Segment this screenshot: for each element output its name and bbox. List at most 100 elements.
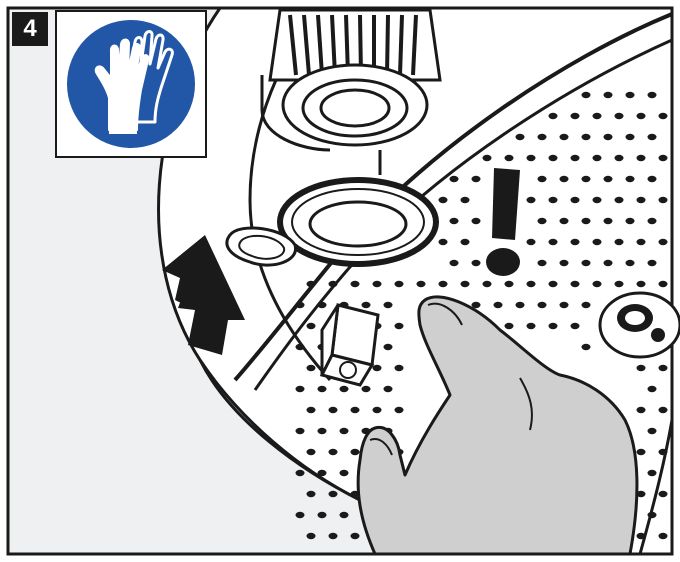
perforation-dot [549,239,558,245]
perforation-dot [472,176,481,182]
perforation-dot [329,533,338,539]
perforation-dot [637,365,646,371]
perforation-dot [417,281,426,287]
perforation-dot [549,197,558,203]
perforation-dot [538,218,547,224]
drain-fitting [600,293,680,357]
perforation-dot [472,260,481,266]
perforation-dot [373,365,382,371]
perforation-dot [450,260,459,266]
perforation-dot [439,281,448,287]
perforation-dot [582,218,591,224]
perforation-dot [318,302,327,308]
perforation-dot [637,113,646,119]
perforation-dot [395,281,404,287]
perforation-dot [648,428,657,434]
perforation-dot [483,281,492,287]
perforation-dot [560,176,569,182]
perforation-dot [604,176,613,182]
perforation-dot [637,533,646,539]
perforation-dot [615,197,624,203]
perforation-dot [318,386,327,392]
perforation-dot [395,323,404,329]
perforation-dot [329,491,338,497]
perforation-dot [571,281,580,287]
perforation-dot [648,470,657,476]
perforation-dot [549,155,558,161]
perforation-dot [384,386,393,392]
perforation-dot [637,197,646,203]
perforation-dot [351,407,360,413]
perforation-dot [527,281,536,287]
perforation-dot [538,302,547,308]
perforation-dot [296,344,305,350]
perforation-dot [648,218,657,224]
perforation-dot [637,239,646,245]
perforation-dot [648,176,657,182]
perforation-dot [659,407,668,413]
perforation-dot [461,239,470,245]
perforation-dot [659,449,668,455]
ppe-sign-box [55,10,207,158]
perforation-dot [571,155,580,161]
perforation-dot [439,197,448,203]
perforation-dot [351,533,360,539]
perforation-dot [626,134,635,140]
perforation-dot [362,302,371,308]
perforation-dot [384,302,393,308]
perforation-dot [307,449,316,455]
perforation-dot [450,218,459,224]
perforation-dot [373,281,382,287]
perforation-dot [626,92,635,98]
perforation-dot [527,323,536,329]
perforation-dot [351,281,360,287]
gloves-icon [57,12,205,156]
perforation-dot [351,449,360,455]
perforation-dot [604,92,613,98]
perforation-dot [549,113,558,119]
perforation-dot [560,218,569,224]
perforation-dot [527,155,536,161]
perforation-dot [461,281,470,287]
perforation-dot [659,491,668,497]
perforation-dot [582,92,591,98]
seal-ring-icon [280,180,436,264]
perforation-dot [659,533,668,539]
perforation-dot [571,323,580,329]
perforation-dot [538,176,547,182]
perforation-dot [296,386,305,392]
perforation-dot [373,407,382,413]
perforation-dot [615,113,624,119]
perforation-dot [659,197,668,203]
perforation-dot [582,302,591,308]
perforation-dot [593,281,602,287]
perforation-dot [648,512,657,518]
perforation-dot [307,281,316,287]
perforation-dot [549,323,558,329]
perforation-dot [571,197,580,203]
perforation-dot [296,512,305,518]
perforation-dot [604,218,613,224]
perforation-dot [340,428,349,434]
perforation-dot [516,302,525,308]
perforation-dot [637,155,646,161]
perforation-dot [615,281,624,287]
perforation-dot [296,428,305,434]
perforation-dot [593,197,602,203]
perforation-dot [340,386,349,392]
perforation-dot [560,260,569,266]
perforation-dot [637,449,646,455]
perforation-dot [505,281,514,287]
perforation-dot [659,365,668,371]
perforation-dot [340,512,349,518]
perforation-dot [582,344,591,350]
perforation-dot [593,239,602,245]
perforation-dot [439,239,448,245]
perforation-dot [307,491,316,497]
perforation-dot [637,407,646,413]
perforation-dot [615,239,624,245]
perforation-dot [637,281,646,287]
perforation-dot [340,470,349,476]
perforation-dot [571,113,580,119]
perforation-dot [307,365,316,371]
